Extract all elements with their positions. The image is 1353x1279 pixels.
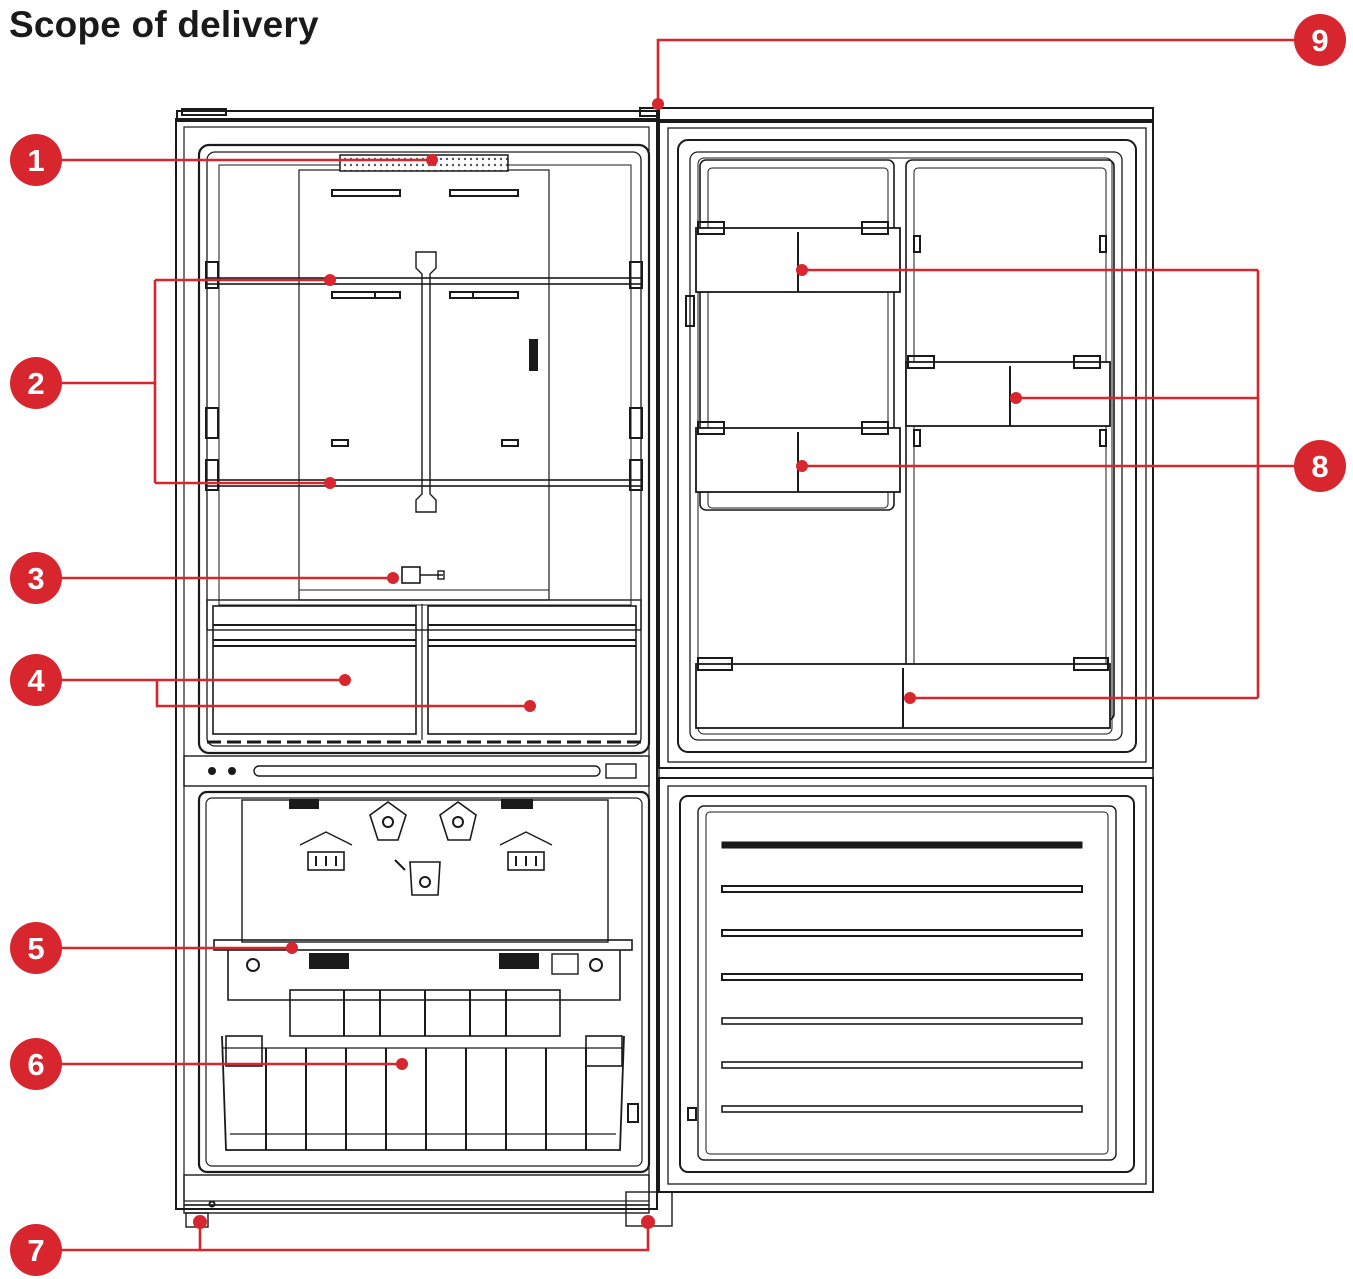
callout-3-label: 3 bbox=[27, 561, 44, 596]
callout-2: 2 bbox=[10, 357, 62, 409]
callout-1-label: 1 bbox=[27, 143, 44, 178]
callout-6: 6 bbox=[10, 1038, 62, 1090]
freezer-door-ribs bbox=[721, 841, 1083, 1113]
callout-1: 1 bbox=[10, 134, 62, 186]
callout-2-label: 2 bbox=[27, 366, 44, 401]
callout-7-label: 7 bbox=[27, 1233, 44, 1268]
doors bbox=[639, 107, 1154, 1193]
callout-3: 3 bbox=[10, 552, 62, 604]
callout-7: 7 bbox=[10, 1224, 62, 1276]
callout-leaders bbox=[60, 38, 1296, 1252]
callout-6-label: 6 bbox=[27, 1047, 44, 1082]
callout-9: 9 bbox=[1294, 14, 1346, 66]
callout-5-label: 5 bbox=[27, 931, 44, 966]
callout-5: 5 bbox=[10, 922, 62, 974]
fridge-body bbox=[175, 108, 673, 1228]
callout-8: 8 bbox=[1294, 440, 1346, 492]
callout-4: 4 bbox=[10, 654, 62, 706]
page-title: Scope of delivery bbox=[9, 4, 319, 45]
callout-8-label: 8 bbox=[1311, 449, 1328, 484]
callout-4-label: 4 bbox=[27, 663, 45, 698]
callout-target-dots bbox=[193, 98, 1022, 1229]
callout-9-label: 9 bbox=[1311, 23, 1328, 58]
